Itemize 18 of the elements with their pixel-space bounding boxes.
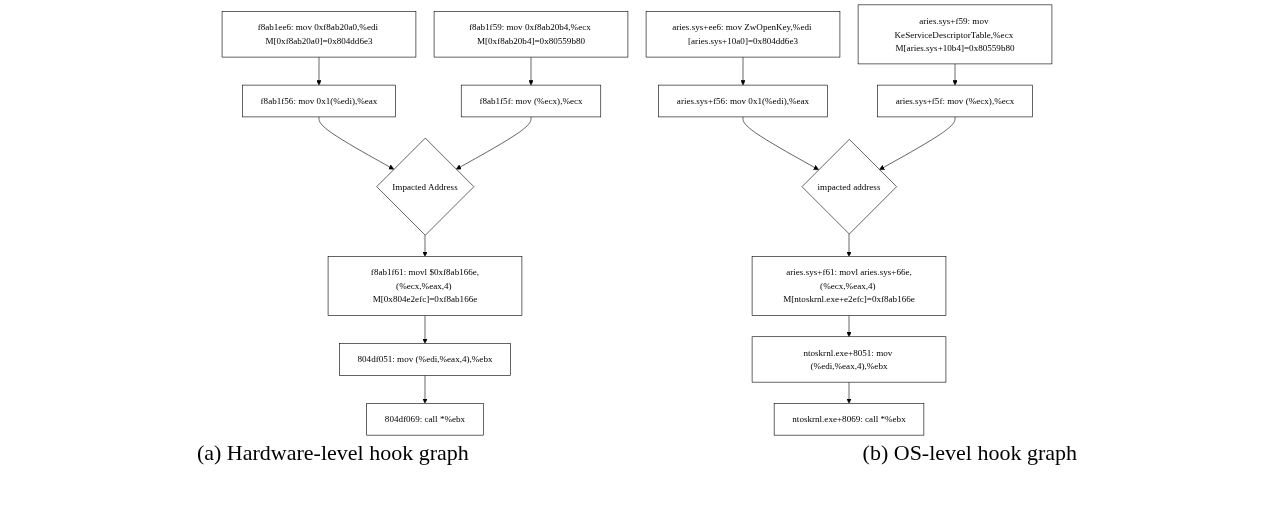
caption: (a) Hardware-level hook graph bbox=[196, 440, 469, 466]
node-box: 804df051: mov (%edi,%eax,4),%ebx bbox=[339, 343, 511, 376]
node-box: aries.sys+f59: mov KeServiceDescriptorTable,%ecx M[aries.sys+10b4]=0x80559b80 bbox=[857, 4, 1053, 65]
node-box: f8ab1f5f: mov (%ecx),%ecx bbox=[460, 84, 602, 118]
node-box: f8ab1ee6: mov 0xf8ab20a0,%edi M[0xf8ab20a0]=0x804dd6e3 bbox=[221, 11, 417, 58]
node-box: 804df069: call *%ebx bbox=[366, 403, 484, 436]
node-box: f8ab1f59: mov 0xf8ab20b4,%ecx M[0xf8ab20b4]=0x80559b80 bbox=[433, 11, 629, 58]
caption: (b) OS-level hook graph bbox=[862, 440, 1078, 466]
node-box: f8ab1f56: mov 0x1(%edi),%eax bbox=[242, 84, 396, 118]
node-box: aries.sys+f5f: mov (%ecx),%ecx bbox=[877, 84, 1033, 118]
node-box: aries.sys+f56: mov 0x1(%edi),%eax bbox=[658, 84, 828, 118]
node-box: aries.sys+ee6: mov ZwOpenKey,%edi [aries.sys+10a0]=0x804dd6e3 bbox=[645, 11, 841, 58]
node-diamond: Impacted Address bbox=[376, 137, 475, 236]
node-box: aries.sys+f61: movl aries.sys+66e,(%ecx,%eax,4) M[ntoskrnl.exe+e2efc]=0xf8ab166e bbox=[751, 256, 947, 316]
node-box: ntoskrnl.exe+8069: call *%ebx bbox=[773, 403, 925, 436]
node-box: f8ab1f61: movl $0xf8ab166e,(%ecx,%eax,4) M[0x804e2efc]=0xf8ab166e bbox=[327, 256, 523, 316]
node-diamond: impacted address bbox=[801, 139, 897, 235]
node-box: ntoskrnl.exe+8051: mov (%edi,%eax,4),%ebx bbox=[751, 336, 947, 383]
